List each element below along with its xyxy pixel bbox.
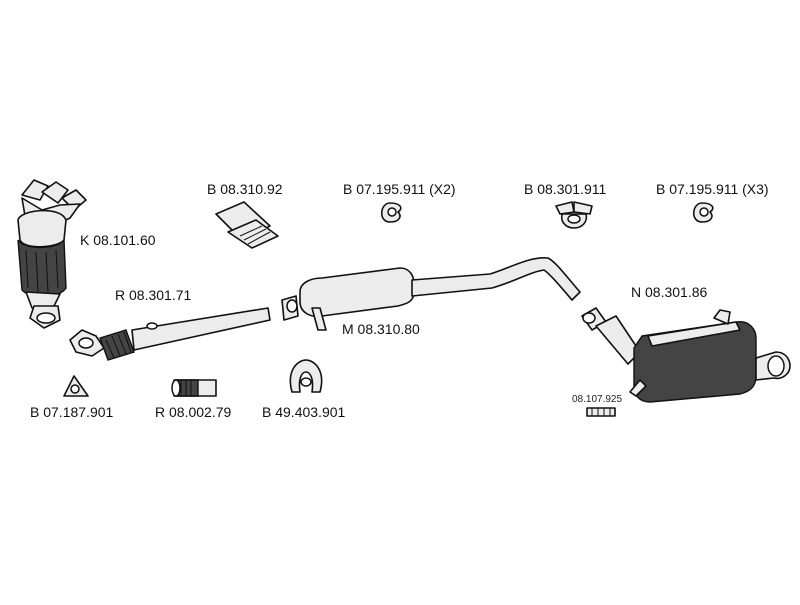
label-clamp-x3: B 07.195.911 (X3) [656, 181, 769, 197]
front-pipe-drawing [69, 307, 271, 361]
rear-silencer-drawing [581, 307, 791, 403]
middle-silencer-drawing [281, 257, 581, 331]
label-gasket-triangle: B 07.187.901 [30, 404, 114, 420]
label-bracket-clamp: B 08.301.911 [524, 181, 607, 197]
rubber-mount-drawing [289, 359, 323, 393]
label-catalyst: K 08.101.60 [80, 232, 156, 248]
gasket-triangle-drawing [63, 375, 89, 397]
catalyst-drawing [17, 179, 87, 329]
hardware-kit-drawing [586, 407, 616, 417]
clamp-x2-drawing [380, 202, 402, 223]
label-front-pipe: R 08.301.71 [115, 287, 192, 303]
clamp-x3-drawing [692, 202, 714, 223]
repair-pipe-drawing [171, 379, 217, 397]
label-hardware-kit: 08.107.925 [572, 394, 623, 405]
label-rear-silencer: N 08.301.86 [631, 284, 708, 300]
bracket-clamp-drawing [555, 201, 593, 229]
clamp-set-drawing [215, 201, 279, 249]
label-rubber-mount: B 49.403.901 [262, 404, 346, 420]
label-repair-pipe: R 08.002.79 [155, 404, 232, 420]
label-clamp-x2: B 07.195.911 (X2) [343, 181, 456, 197]
label-clamp-set: B 08.310.92 [207, 181, 283, 197]
label-middle-silencer: M 08.310.80 [342, 321, 420, 337]
